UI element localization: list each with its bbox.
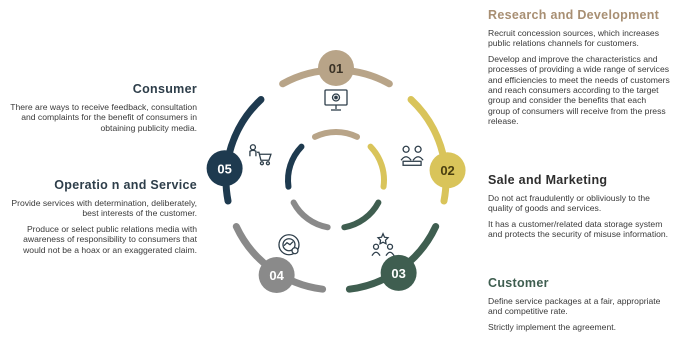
customer-title: Customer <box>488 276 549 290</box>
segment-icons <box>249 89 424 257</box>
outer-arc-consumer <box>222 96 265 205</box>
monitor-gear-icon <box>324 89 348 111</box>
inner-arcs <box>285 129 387 231</box>
badge-circle <box>429 152 466 189</box>
outer-arcs <box>222 66 450 293</box>
team-meeting-icon <box>400 145 424 166</box>
inner-arc-consumer <box>285 143 305 190</box>
inner-arc-sale <box>367 143 387 190</box>
research-section: Research and Development Recruit concess… <box>488 8 670 132</box>
operation-section: Operatio n and Service Provide services … <box>0 178 197 260</box>
badge-number: 03 <box>391 266 405 281</box>
badge-number: 02 <box>440 163 454 178</box>
research-title: Research and Development <box>488 8 660 22</box>
inner-arc-operation <box>290 199 331 231</box>
outer-arc-sale <box>407 96 450 205</box>
customer-paragraph-1: Define service packages at a fair, appro… <box>488 296 661 317</box>
research-paragraph-1: Recruit concession sources, which increa… <box>488 28 659 49</box>
badge-03: 03 <box>380 254 417 291</box>
badge-circle <box>380 254 417 291</box>
operation-title: Operatio n and Service <box>54 178 197 192</box>
badge-number: 04 <box>269 268 284 283</box>
sale-paragraph-2: It has a customer/related data storage s… <box>488 218 669 240</box>
customer-paragraph-2: Strictly implement the agreement. <box>488 321 617 332</box>
badge-04: 04 <box>258 256 295 293</box>
badge-02: 02 <box>429 152 466 189</box>
inner-arc-research <box>311 129 361 140</box>
sale-section: Sale and Marketing Do not act fraudulent… <box>488 173 670 245</box>
operation-paragraph-1: Provide services with determination, del… <box>11 198 197 219</box>
sale-paragraph-1: Do not act fraudulently or obliviously t… <box>488 193 650 214</box>
award-team-icon <box>371 232 395 257</box>
operation-paragraph-2: Produce or select public relations media… <box>23 223 197 255</box>
badge-01: 01 <box>318 50 354 86</box>
handshake-gear-icon <box>278 234 300 256</box>
research-paragraph-2: Develop and improve the characteristics … <box>488 53 670 127</box>
badge-number: 01 <box>329 61 343 76</box>
customer-section: Customer Define service packages at a fa… <box>488 276 670 337</box>
shopping-cart-icon <box>249 144 272 166</box>
badge-05: 05 <box>206 150 243 187</box>
badge-circle <box>258 256 295 293</box>
inner-arc-customer <box>341 199 382 231</box>
consumer-title: Consumer <box>132 82 197 96</box>
badge-circle <box>318 50 354 86</box>
consumer-section: Consumer There are ways to receive feedb… <box>0 82 197 138</box>
cycle-diagram: 01 02 03 04 05 <box>206 50 466 293</box>
sale-title: Sale and Marketing <box>488 173 608 187</box>
consumer-paragraph-1: There are ways to receive feedback, cons… <box>10 102 197 133</box>
number-badges: 01 02 03 04 05 <box>206 50 466 293</box>
badge-number: 05 <box>217 161 231 176</box>
badge-circle <box>206 150 243 187</box>
